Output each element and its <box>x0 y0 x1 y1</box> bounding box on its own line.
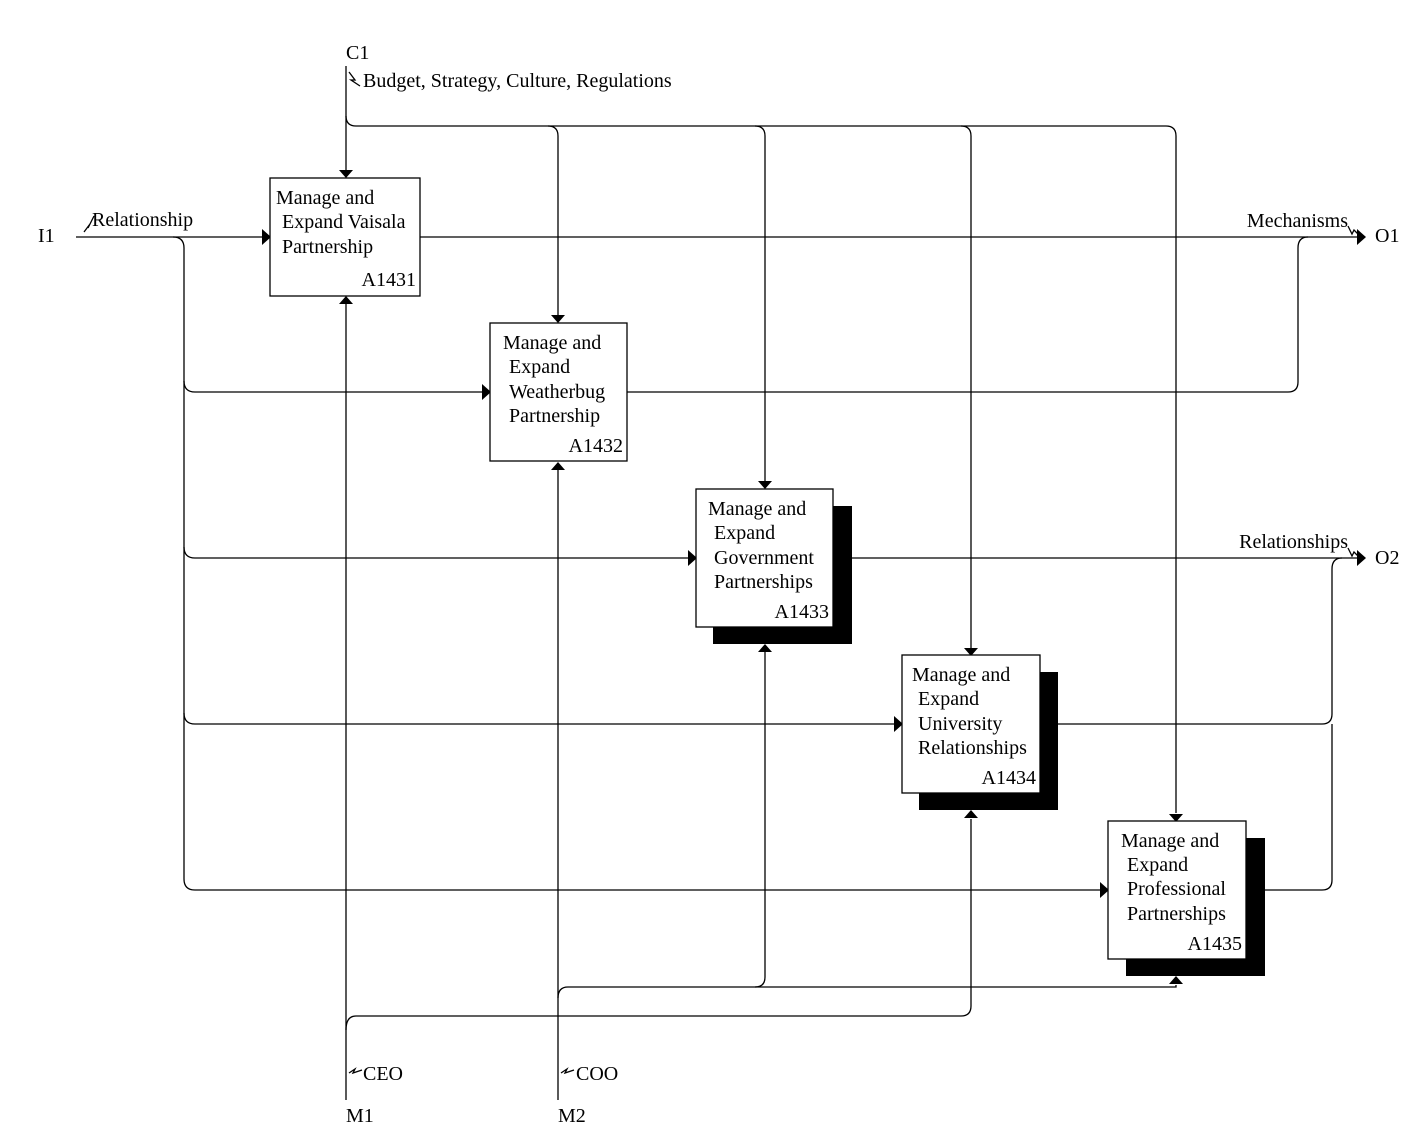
label-i1: I1 <box>38 225 55 247</box>
mechanism-arrows <box>339 296 1183 1100</box>
box-line: Expand <box>918 688 979 710</box>
box-line: Partnership <box>509 405 600 427</box>
box-id: A1431 <box>362 269 416 291</box>
box-id: A1434 <box>982 767 1036 789</box>
box-id: A1433 <box>775 601 829 623</box>
box-line: University <box>918 713 1002 735</box>
box-line: Manage and <box>276 187 374 209</box>
box-line: Partnerships <box>1127 903 1226 925</box>
label-leaders <box>83 71 1361 1075</box>
label-o2: O2 <box>1375 547 1399 569</box>
box-line: Manage and <box>912 664 1010 686</box>
box-id: A1435 <box>1188 933 1242 955</box>
label-o1: O1 <box>1375 225 1399 247</box>
box-id: A1432 <box>569 435 623 457</box>
box-line: Partnership <box>282 236 373 258</box>
box-line: Partnerships <box>714 571 813 593</box>
label-c1: C1 <box>346 42 369 64</box>
box-line: Relationships <box>918 737 1027 759</box>
boundary-labels: C1 Budget, Strategy, Culture, Regulation… <box>38 42 1399 1126</box>
output-arrows <box>420 229 1366 891</box>
label-i1-text: Relationship <box>92 209 193 231</box>
box-line: Expand Vaisala <box>282 211 406 233</box>
activity-box-a1433[interactable]: Manage and Expand Government Partnership… <box>695 488 852 644</box>
label-o1-text: Mechanisms <box>1247 210 1348 232</box>
box-line: Expand <box>1127 854 1188 876</box>
label-m1-text: CEO <box>363 1063 403 1085</box>
box-line: Manage and <box>503 332 601 354</box>
box-line: Expand <box>509 356 570 378</box>
box-line: Weatherbug <box>509 381 605 403</box>
input-i1-arrows <box>76 229 1109 898</box>
activity-box-a1434[interactable]: Manage and Expand University Relationshi… <box>901 654 1058 810</box>
box-line: Manage and <box>708 498 806 520</box>
activity-box-a1435[interactable]: Manage and Expand Professional Partnersh… <box>1107 820 1265 976</box>
label-m2: M2 <box>558 1105 586 1126</box>
box-line: Government <box>714 547 814 569</box>
label-m2-text: COO <box>576 1063 618 1085</box>
control-c1-arrows <box>339 66 1183 822</box>
activity-box-a1431[interactable]: Manage and Expand Vaisala Partnership A1… <box>269 177 421 297</box>
activity-box-a1432[interactable]: Manage and Expand Weatherbug Partnership… <box>489 322 628 462</box>
label-o2-text: Relationships <box>1239 531 1348 553</box>
label-m1: M1 <box>346 1105 374 1126</box>
box-line: Manage and <box>1121 830 1219 852</box>
box-line: Expand <box>714 522 775 544</box>
box-line: Professional <box>1127 878 1226 900</box>
label-c1-text: Budget, Strategy, Culture, Regulations <box>363 70 672 92</box>
